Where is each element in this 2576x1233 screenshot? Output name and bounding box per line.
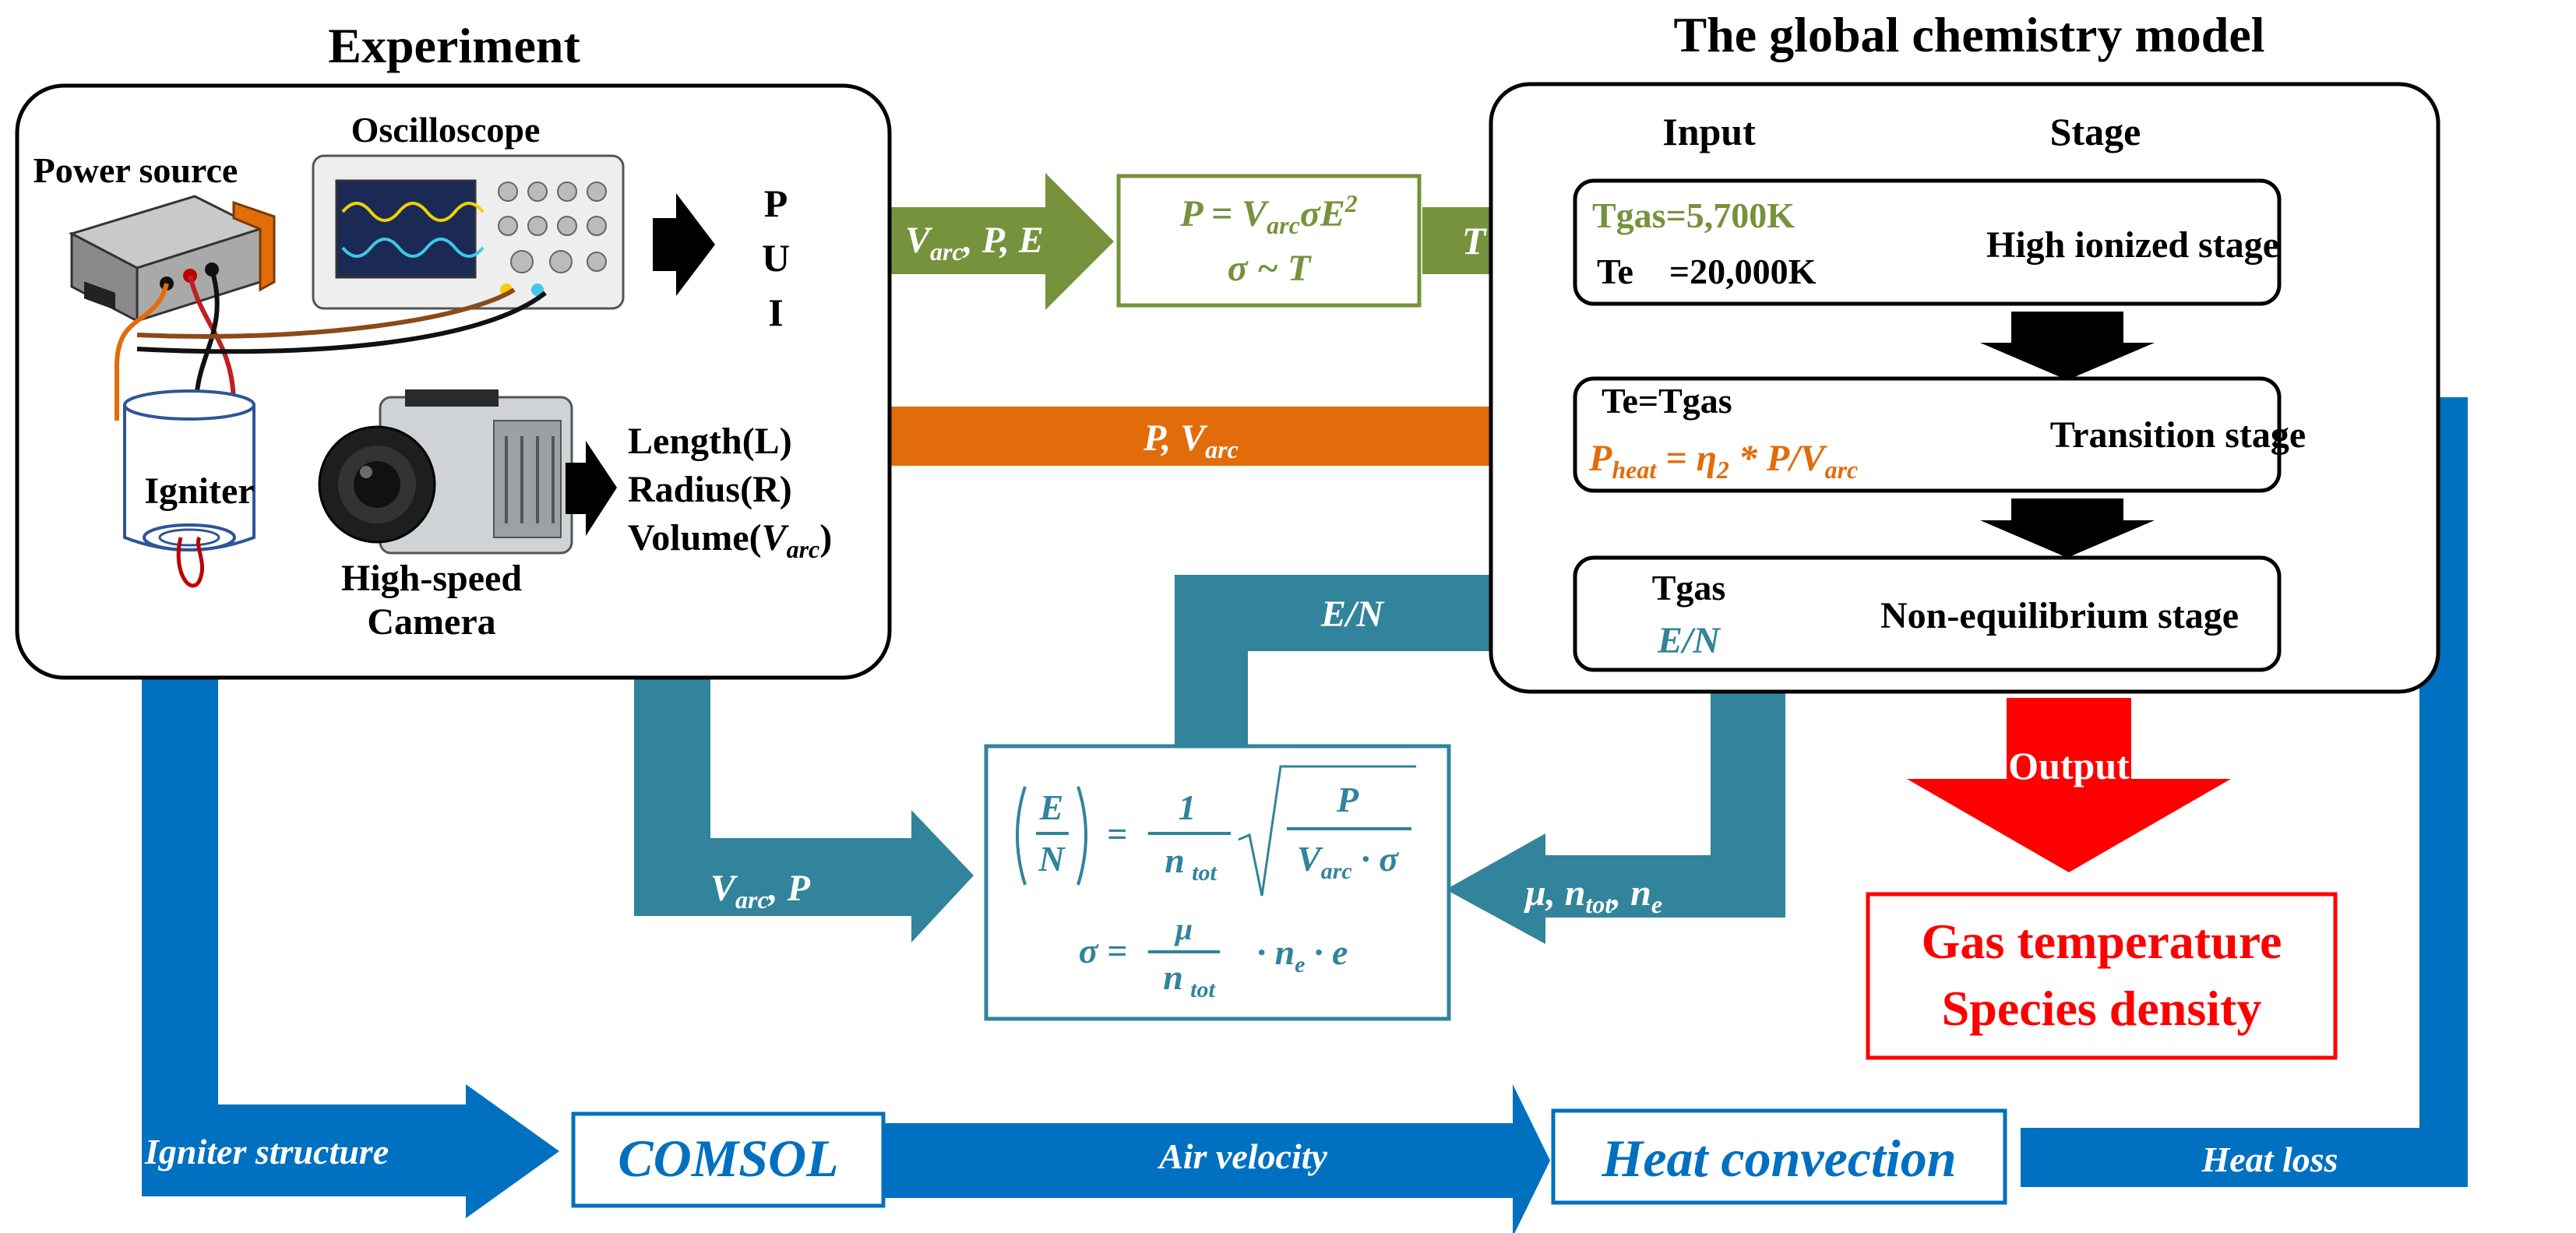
model-title: The global chemistry model (1673, 7, 2264, 62)
green-arrow-1-label: Varc, P, E (905, 220, 1044, 266)
blue-arrow-igniter-structure (142, 676, 559, 1218)
stage-arrow-1 (1980, 312, 2155, 380)
output-arrow (1907, 698, 2231, 872)
svg-text:1: 1 (1179, 787, 1196, 827)
stage3-input-line2: E/N (1657, 620, 1721, 661)
svg-text:μ: μ (1174, 911, 1193, 946)
igniter-label: Igniter (144, 470, 254, 512)
teal-formula-box (984, 744, 1451, 1021)
svg-text:n: n (1163, 957, 1183, 997)
svg-text:tot: tot (1192, 860, 1218, 886)
svg-text:σ =: σ = (1079, 931, 1128, 971)
model-panel: The global chemistry model Input Stage T… (1489, 7, 2440, 694)
green-formula-line1: P = VarcσE2 (1179, 189, 1357, 239)
output-u: U (762, 236, 790, 280)
output-i: I (768, 291, 783, 334)
svg-text:n: n (1165, 840, 1185, 880)
oscilloscope-image (312, 154, 625, 310)
stage1-input-line2: Te =20,000K (1597, 252, 1817, 291)
svg-text:P: P (1336, 780, 1359, 819)
stage-high-ionized (1573, 178, 2282, 306)
stage1-input-line1: Tgas=5,700K (1592, 196, 1795, 235)
teal-formula-2: σ = μ n tot · ne · e (1079, 911, 1348, 1002)
oscilloscope-output-arrow (653, 193, 715, 296)
green-formula-line2: σ ~ T (1228, 248, 1312, 289)
stage2-input-line1: Te=Tgas (1602, 381, 1732, 421)
result-gas-temperature: Gas temperature (1922, 914, 2282, 969)
teal-up-label: E/N (1320, 594, 1385, 635)
stage-non-equilibrium (1573, 555, 2282, 672)
power-source-image (69, 195, 276, 323)
col-stage-header: Stage (2050, 110, 2141, 153)
results-box (1866, 892, 2338, 1060)
camera-output-volume: Volume(Varc) (628, 517, 832, 563)
teal-arrow-e-over-n (1175, 558, 1566, 748)
camera-output-length: Length(L) (628, 421, 792, 462)
teal-formula-1: E N = 1 n tot P Varc · σ (1016, 765, 1416, 897)
output-p: P (764, 181, 788, 225)
teal-arrow-mu-ntot-ne (1446, 679, 1785, 944)
igniter-image (123, 389, 255, 588)
experiment-panel: Experiment Power source Oscilloscope (15, 18, 892, 680)
camera-image (318, 389, 573, 555)
green-arrow-1 (888, 173, 1114, 310)
comsol-label: COMSOL (618, 1129, 838, 1188)
comsol-box (571, 1111, 886, 1208)
result-species-density: Species density (1942, 981, 2262, 1036)
svg-text:N: N (1038, 839, 1066, 879)
camera-output-arrow (566, 441, 617, 536)
teal-right-label: μ, ntot, ne (1523, 872, 1662, 918)
svg-text:tot: tot (1190, 977, 1216, 1002)
stage3-label: Non-equilibrium stage (1880, 595, 2239, 636)
svg-text:Varc · σ: Varc · σ (1297, 839, 1399, 884)
stage-arrow-2 (1980, 498, 2155, 558)
svg-text:· ne · e: · ne · e (1257, 932, 1348, 978)
col-input-header: Input (1662, 110, 1756, 153)
blue-arrow-air-velocity (885, 1084, 1550, 1233)
camera-output-radius: Radius(R) (628, 469, 792, 510)
stage2-heat-formula: Pheat = η2 * P/Varc (1588, 438, 1858, 484)
air-velocity-label: Air velocity (1157, 1136, 1327, 1176)
heat-convection-label: Heat convection (1601, 1129, 1956, 1188)
oscilloscope-label: Oscilloscope (351, 110, 541, 150)
teal-left-label: Varc, P (710, 868, 811, 914)
green-formula-box (1116, 174, 1422, 308)
green-arrow-2-label: T (1462, 219, 1488, 262)
svg-text:=: = (1107, 814, 1127, 854)
camera-label-line2: Camera (367, 601, 495, 643)
orange-arrow (888, 369, 1569, 503)
igniter-structure-label: Igniter structure (144, 1132, 389, 1171)
stage-transition (1573, 376, 2282, 493)
heat-loss-label: Heat loss (2201, 1140, 2338, 1179)
camera-label-line1: High-speed (341, 558, 522, 599)
output-label: Output (2008, 744, 2130, 787)
power-source-label: Power source (33, 150, 238, 190)
teal-path (634, 558, 1785, 944)
stage2-label: Transition stage (2050, 414, 2306, 456)
stage3-input-line1: Tgas (1652, 568, 1726, 608)
svg-text:E: E (1039, 787, 1064, 827)
experiment-title: Experiment (328, 18, 580, 73)
teal-arrow-varc-p (634, 676, 974, 942)
orange-arrow-label: P, Varc (1143, 417, 1239, 463)
heat-convection-box (1551, 1108, 2007, 1205)
stage1-label: High ionized stage (1986, 224, 2279, 266)
